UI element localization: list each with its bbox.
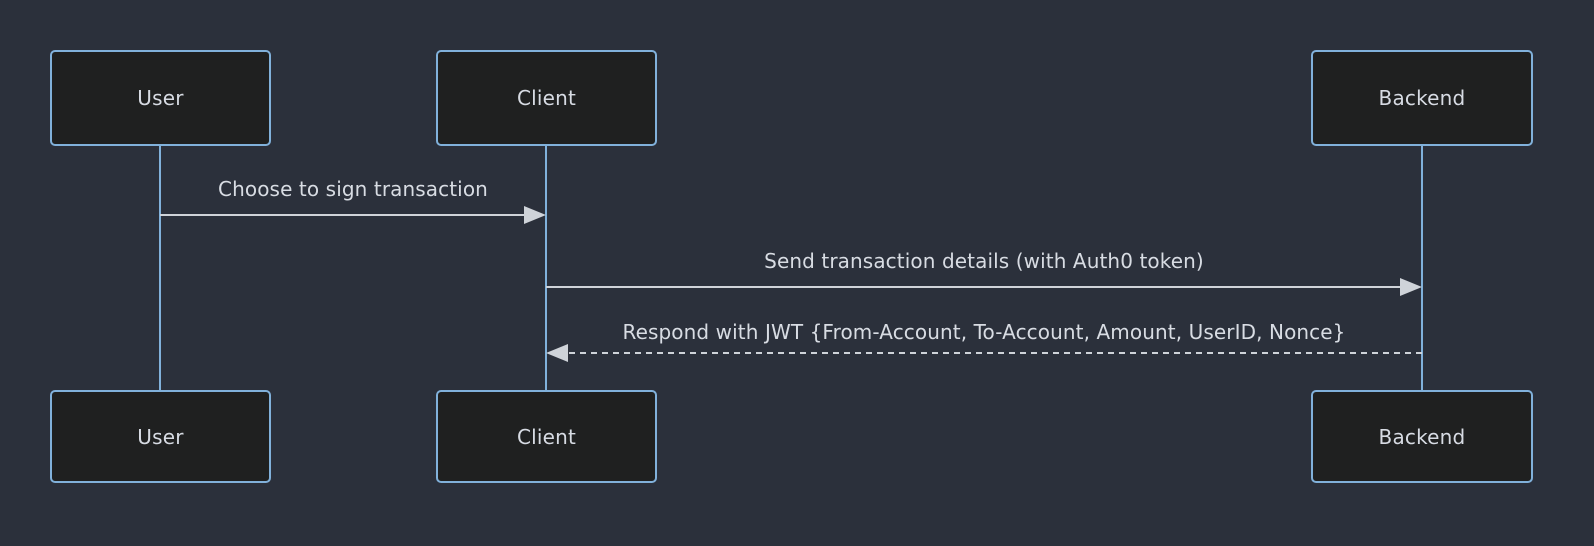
participant-box-client-bottom[interactable]: Client	[436, 390, 657, 483]
lifeline-group	[159, 146, 1423, 390]
participant-label-backend-bottom: Backend	[1378, 424, 1466, 449]
participant-box-backend-bottom[interactable]: Backend	[1311, 390, 1533, 483]
participant-label-backend-top: Backend	[1378, 86, 1466, 110]
participant-label-client-bottom: Client	[516, 424, 577, 449]
arrowhead-3	[546, 344, 568, 362]
participant-box-user-bottom[interactable]: User	[50, 390, 271, 483]
arrowhead-2	[1400, 278, 1422, 296]
message-arrow-2	[546, 278, 1422, 296]
message-label-3: Respond with JWT {From-Account, To-Accou…	[622, 320, 1346, 344]
message-arrow-1	[160, 206, 546, 224]
message-label-2: Send transaction details (with Auth0 tok…	[764, 249, 1204, 273]
participant-box-client-top[interactable]: Client	[436, 50, 657, 146]
participant-label-client-top: Client	[516, 86, 577, 110]
participant-box-user-top[interactable]: User	[50, 50, 271, 146]
arrowhead-1	[524, 206, 546, 224]
participant-label-user-bottom: User	[137, 424, 184, 449]
participant-box-backend-top[interactable]: Backend	[1311, 50, 1533, 146]
message-arrow-3	[546, 344, 1422, 362]
message-label-1: Choose to sign transaction	[218, 177, 488, 201]
participant-label-user-top: User	[137, 86, 184, 110]
